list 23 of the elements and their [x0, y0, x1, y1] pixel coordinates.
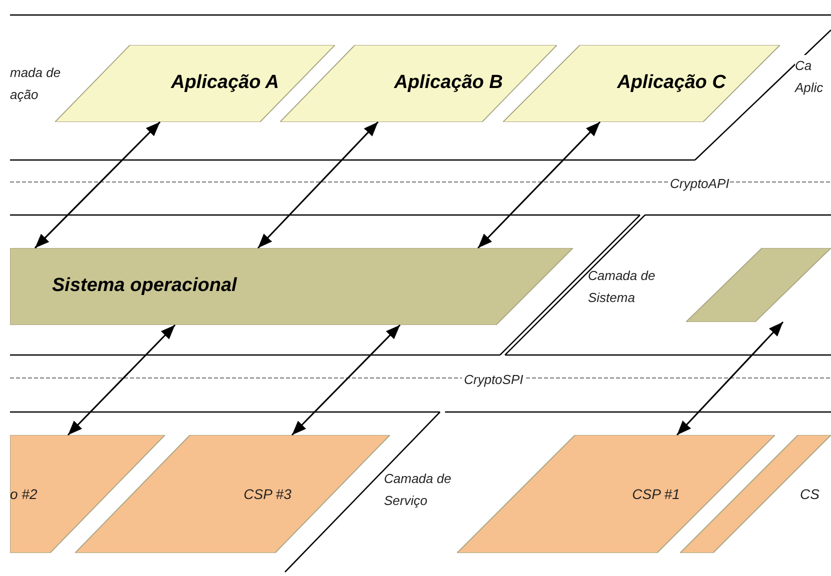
double-arrow — [257, 121, 379, 249]
block-label: Aplicação C — [617, 71, 726, 96]
block-label: Sistema operacional — [52, 274, 237, 298]
double-arrow — [67, 324, 176, 436]
block-label: CS — [800, 484, 820, 504]
parallelogram-block — [686, 248, 831, 322]
layer-block — [10, 248, 573, 325]
block-label: Aplicação A — [170, 71, 280, 96]
layer-label: Camada de Serviço — [384, 470, 452, 510]
block-label: CSP #1 — [632, 484, 680, 504]
double-arrow — [477, 121, 601, 249]
layer-label: mada de ação — [10, 64, 62, 104]
layer-block — [280, 45, 557, 122]
block-label: o #2 — [10, 484, 38, 504]
block-label: Aplicação B — [394, 71, 503, 96]
block-label: CSP #3 — [244, 484, 292, 504]
layer-block — [503, 45, 780, 122]
layer-block — [10, 435, 165, 553]
double-arrow — [676, 321, 784, 436]
layer-label: Camada de Sistema — [588, 267, 656, 307]
double-arrow — [34, 121, 161, 249]
layer-block — [680, 435, 831, 553]
double-arrow — [291, 324, 401, 436]
